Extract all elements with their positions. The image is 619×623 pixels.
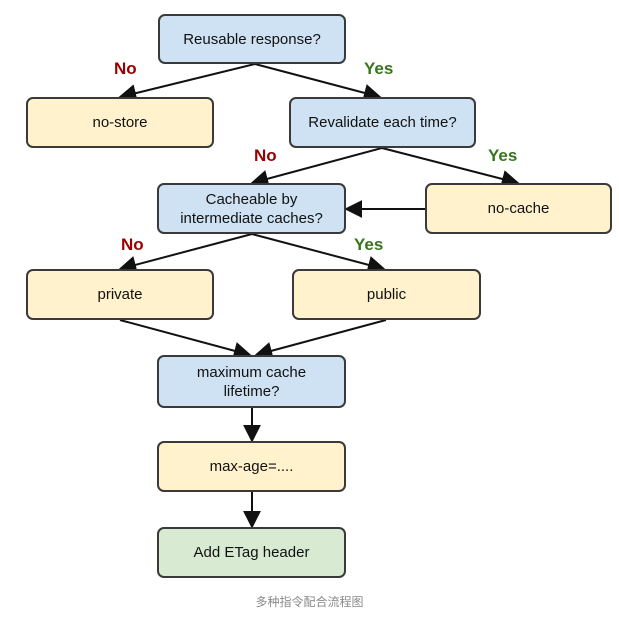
edge-revalidate-to-no-cache xyxy=(381,147,520,188)
node-public: public xyxy=(292,269,481,320)
node-revalidate-each-time: Revalidate each time? xyxy=(289,97,476,148)
edge-reusable-to-no-store xyxy=(118,63,256,102)
figure-caption: 多种指令配合流程图 xyxy=(255,595,364,609)
edge-cacheable-to-private xyxy=(118,233,253,274)
node-max-age: max-age=.... xyxy=(157,441,346,492)
label-cacheable-yes: Yes xyxy=(354,235,384,254)
edge-private-to-lifetime xyxy=(119,319,252,360)
label-cacheable-no: No xyxy=(121,235,144,254)
node-maximum-cache-lifetime: maximum cache lifetime? xyxy=(157,355,346,408)
label-revalidate-no: No xyxy=(254,146,277,165)
edge-reusable-to-revalidate xyxy=(254,63,382,102)
edge-revalidate-to-cacheable xyxy=(250,147,383,188)
node-no-store: no-store xyxy=(26,97,214,148)
node-no-cache: no-cache xyxy=(425,183,612,234)
node-reusable-response: Reusable response? xyxy=(158,14,346,64)
node-add-etag-header: Add ETag header xyxy=(157,527,346,578)
label-revalidate-yes: Yes xyxy=(488,146,518,165)
edge-public-to-lifetime xyxy=(254,319,387,360)
node-private: private xyxy=(26,269,214,320)
node-cacheable-by-intermediate-caches: Cacheable by intermediate caches? xyxy=(157,183,346,234)
edge-cacheable-to-public xyxy=(251,233,386,274)
label-reusable-no: No xyxy=(114,59,137,78)
label-reusable-yes: Yes xyxy=(364,59,394,78)
